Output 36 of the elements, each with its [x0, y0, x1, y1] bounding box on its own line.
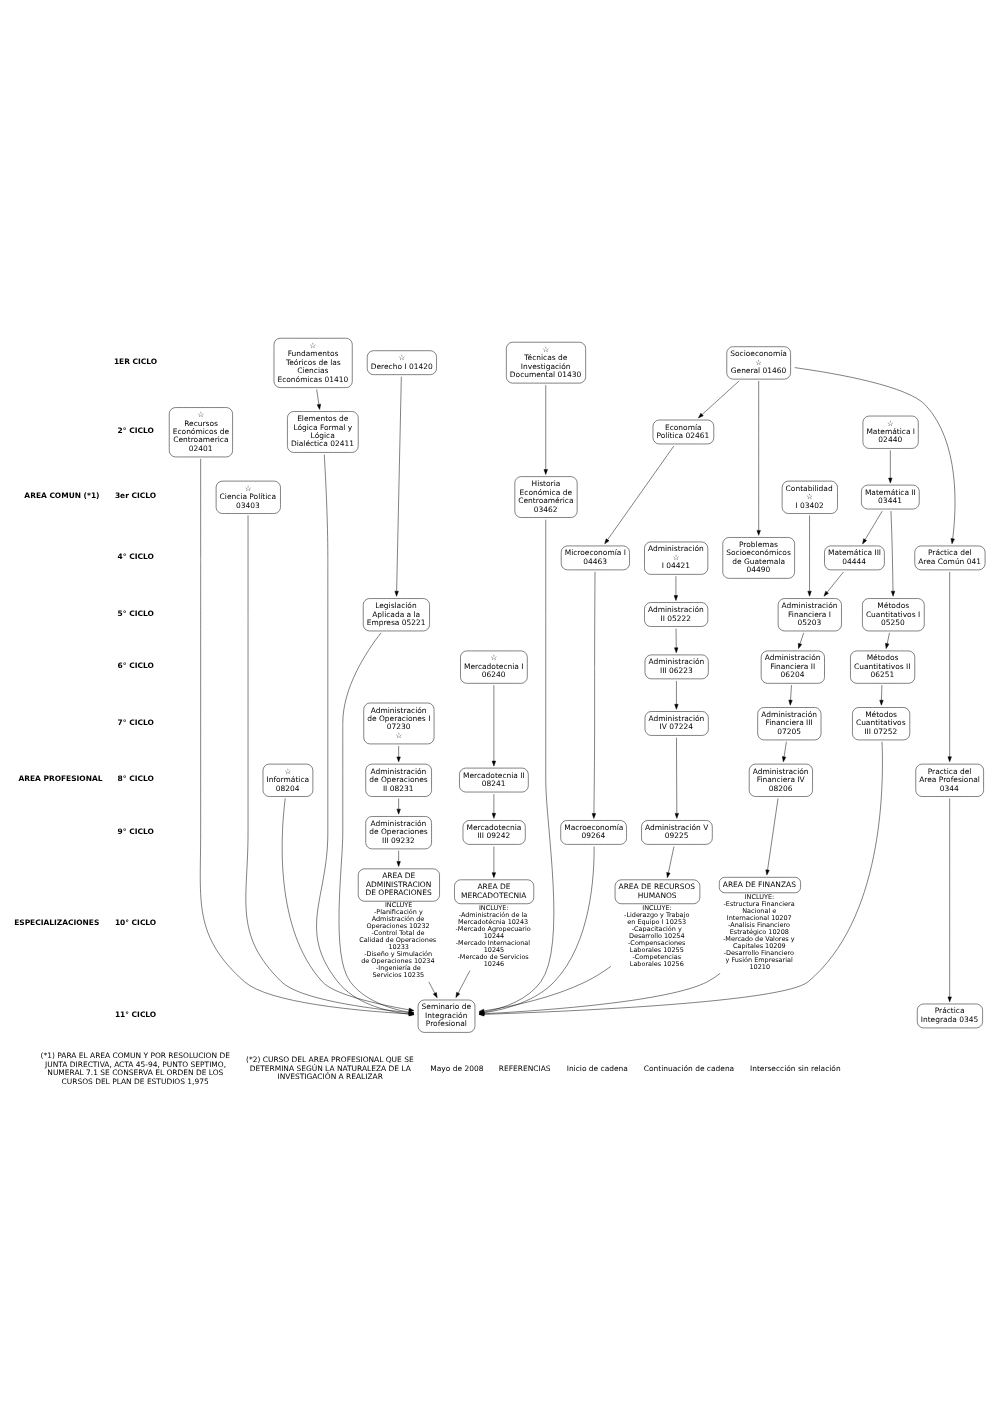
arrow: [823, 571, 844, 597]
arrow: [879, 684, 884, 706]
arrow: [765, 798, 779, 876]
arrow: [698, 380, 740, 419]
arrow: [673, 575, 678, 601]
arrow: [478, 966, 612, 1013]
arrow: [756, 380, 761, 536]
arrow: [890, 510, 895, 597]
arrow: [281, 798, 415, 1012]
arrow: [674, 680, 679, 710]
arrow: [674, 628, 679, 654]
arrow: [491, 793, 496, 819]
arrow: [316, 389, 321, 410]
arrow: [807, 515, 812, 597]
arrow: [543, 384, 548, 475]
arrow: [396, 745, 401, 763]
arrow: [396, 798, 401, 815]
arrow: [666, 846, 675, 878]
arrow: [888, 450, 893, 484]
arrow: [428, 981, 438, 998]
arrow: [782, 741, 787, 763]
arrow: [885, 632, 890, 649]
arrow: [604, 445, 674, 545]
arrow: [591, 571, 596, 819]
arrow: [455, 970, 471, 998]
arrow: [491, 846, 496, 878]
arrow: [396, 850, 401, 867]
arrow: [491, 684, 496, 767]
arrow: [947, 798, 952, 1003]
arrow: [394, 376, 402, 597]
arrow: [947, 571, 952, 762]
arrow: [798, 632, 804, 649]
arrow: [674, 737, 679, 819]
arrow: [788, 684, 793, 706]
arrow: [794, 367, 956, 544]
arrow: [862, 510, 883, 545]
